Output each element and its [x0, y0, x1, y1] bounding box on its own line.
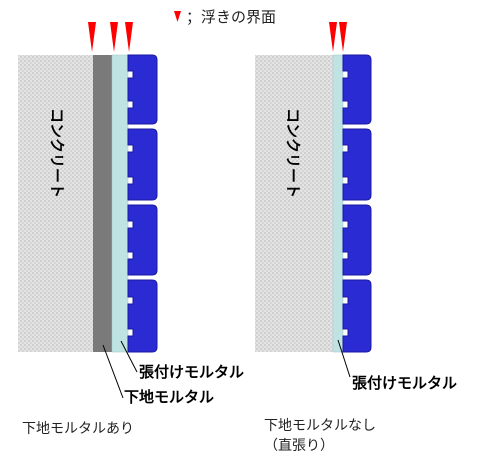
base-mortar-label: 下地モルタル: [124, 388, 214, 406]
tile-adhesive-label: 張付けモルタル: [352, 374, 457, 392]
legend-marker-icon: [174, 11, 181, 22]
left-caption: 下地モルタルあり: [22, 421, 134, 437]
interface-marker-icon: [88, 22, 96, 52]
tile: [342, 54, 372, 125]
concrete-layer: [255, 55, 333, 352]
interface-marker-icon: [125, 22, 133, 52]
tile-adhesive-layer: [111, 54, 129, 353]
right-caption-line2: （直張り）: [264, 437, 334, 454]
tile: [127, 204, 158, 276]
tile: [342, 204, 372, 276]
concrete-layer: [18, 55, 94, 352]
interface-marker-icon: [339, 22, 347, 52]
tile-adhesive-layer: [332, 54, 344, 353]
leader-line: [120, 340, 138, 373]
tile: [127, 279, 158, 353]
concrete-label: コンクリート: [48, 108, 66, 198]
tile-column: [342, 54, 372, 353]
tile: [127, 128, 158, 201]
concrete-label: コンクリート: [284, 108, 302, 198]
tile: [342, 279, 372, 353]
base-mortar-layer: [93, 55, 112, 352]
legend: ；浮きの界面: [174, 8, 276, 26]
tile-adhesive-label: 張付けモルタル: [139, 363, 244, 381]
right-panel: コンクリート 張付けモルタル 下地モルタルなし （直張り）: [255, 22, 457, 454]
tile-column: [127, 54, 158, 353]
tile: [342, 128, 372, 201]
interface-marker-icon: [110, 22, 118, 52]
interface-marker-icon: [329, 22, 337, 52]
left-panel: コンクリート 張付けモルタル 下地モルタル 下地モルタルあり: [18, 22, 244, 437]
leader-line: [102, 344, 124, 399]
tile: [127, 54, 158, 125]
legend-text: ；浮きの界面: [186, 8, 276, 26]
right-caption-line1: 下地モルタルなし: [264, 418, 376, 434]
leader-line: [337, 339, 351, 378]
